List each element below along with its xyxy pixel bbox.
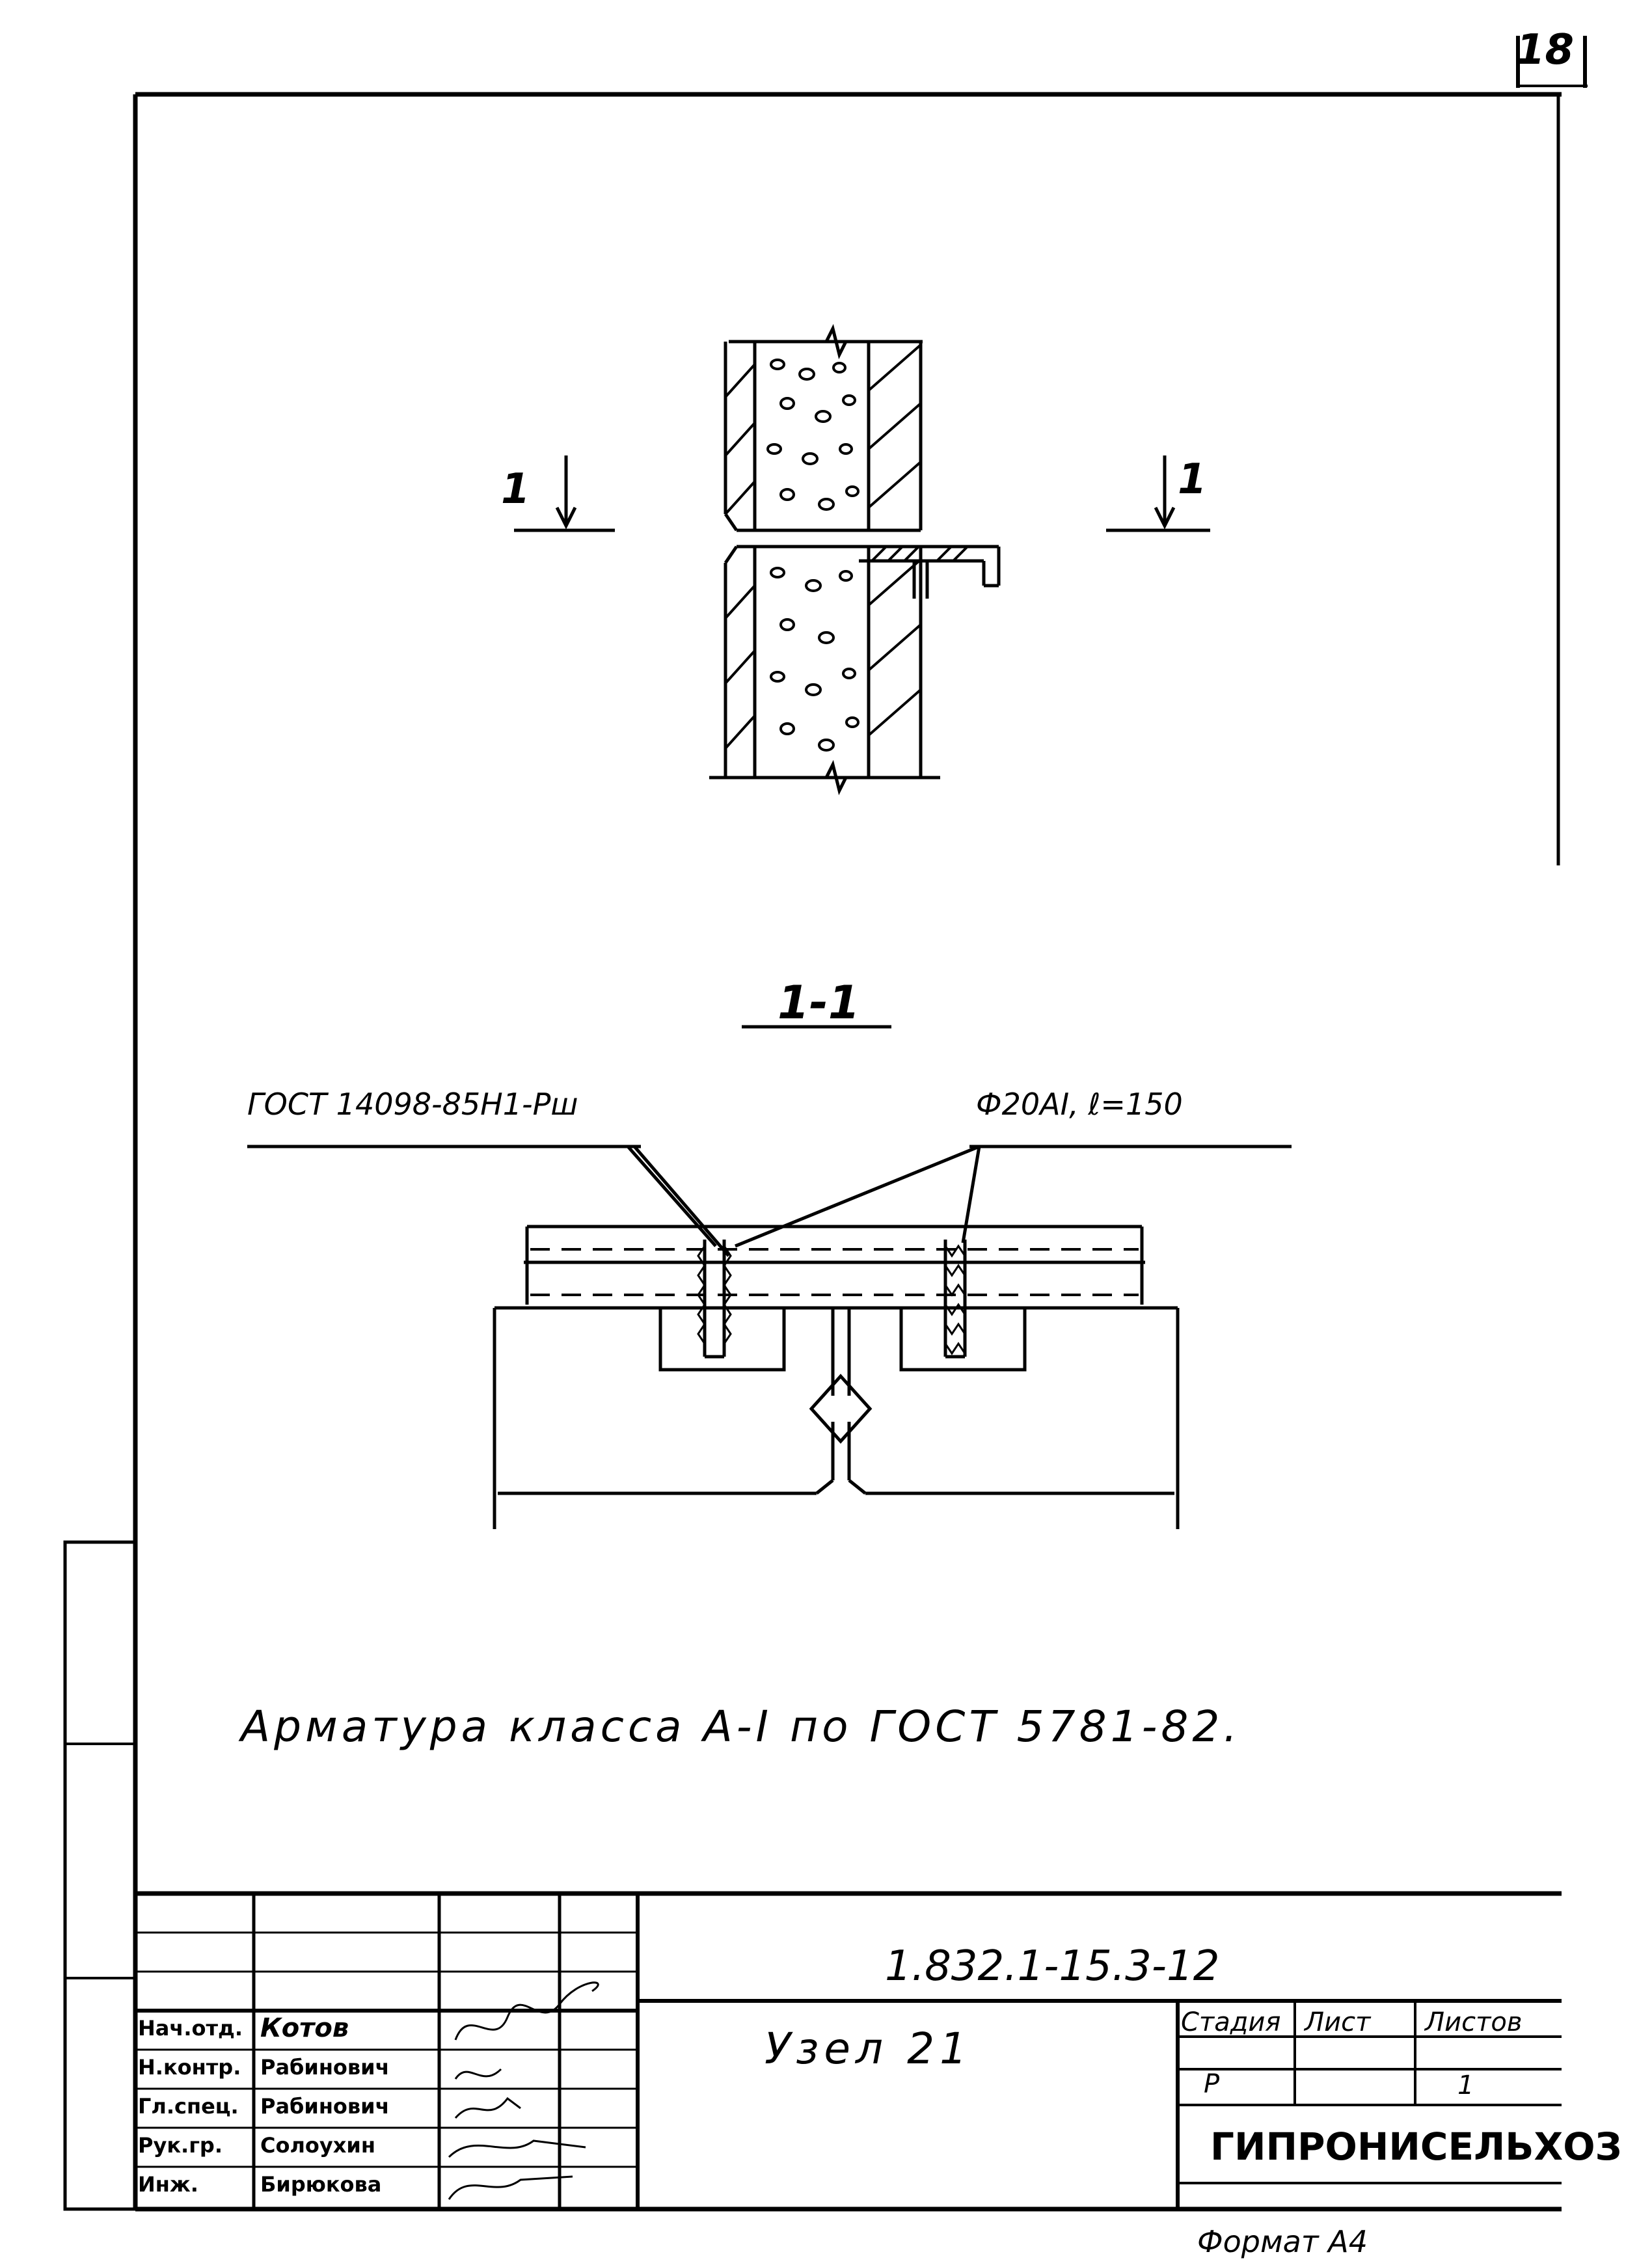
sheet-title: Узел 21: [765, 2024, 973, 2074]
signer-role: Рук.гр.: [138, 2133, 223, 2158]
signatures: [448, 1981, 599, 2200]
signer-name: Солоухин: [260, 2133, 375, 2158]
sheet-header: Лист: [1305, 2007, 1371, 2037]
weld-hatching: [697, 1244, 966, 1355]
signer-name: Рабинович: [260, 2055, 390, 2080]
washer-callout: ГОСТ 14098-85Н1-Рш: [247, 1087, 578, 1122]
section-hidden-lines: [530, 1248, 1139, 1296]
wall-hatching: [724, 344, 969, 750]
signer-name: Бирюкова: [260, 2172, 382, 2197]
stage-header: Стадия: [1181, 2007, 1281, 2037]
section-mark-right: 1: [1178, 455, 1207, 504]
reinforcement-note: Арматура класса А-I по ГОСТ 5781-82.: [241, 1702, 1241, 1752]
sheet-format: Формат А4: [1197, 2224, 1368, 2259]
signer-role: Н.контр.: [138, 2055, 241, 2080]
signer-role: Нач.отд.: [138, 2016, 243, 2041]
section-mark-left: 1: [501, 465, 530, 513]
signer-role: Гл.спец.: [138, 2094, 239, 2119]
wall-elevation: [514, 323, 1210, 796]
section-title: 1-1: [778, 976, 860, 1029]
signer-name: Рабинович: [260, 2094, 390, 2119]
signer-role: Инж.: [138, 2172, 198, 2197]
stage-value: Р: [1204, 2069, 1220, 2099]
sheet-frame: [63, 36, 1588, 2211]
sheets-value: 1: [1457, 2070, 1474, 2100]
sheets-header: Листов: [1425, 2007, 1523, 2037]
signer-name: Котов: [260, 2013, 349, 2043]
sheet-number: 18: [1516, 26, 1575, 74]
document-code: 1.832.1-15.3-12: [885, 1942, 1220, 1990]
section-drawing: [247, 1025, 1292, 1529]
organization-name: ГИПРОНИСЕЛЬХОЗ: [1210, 2124, 1622, 2169]
wall-aggregate: [766, 359, 860, 752]
rebar-callout: Ф20АI, ℓ=150: [976, 1087, 1183, 1122]
